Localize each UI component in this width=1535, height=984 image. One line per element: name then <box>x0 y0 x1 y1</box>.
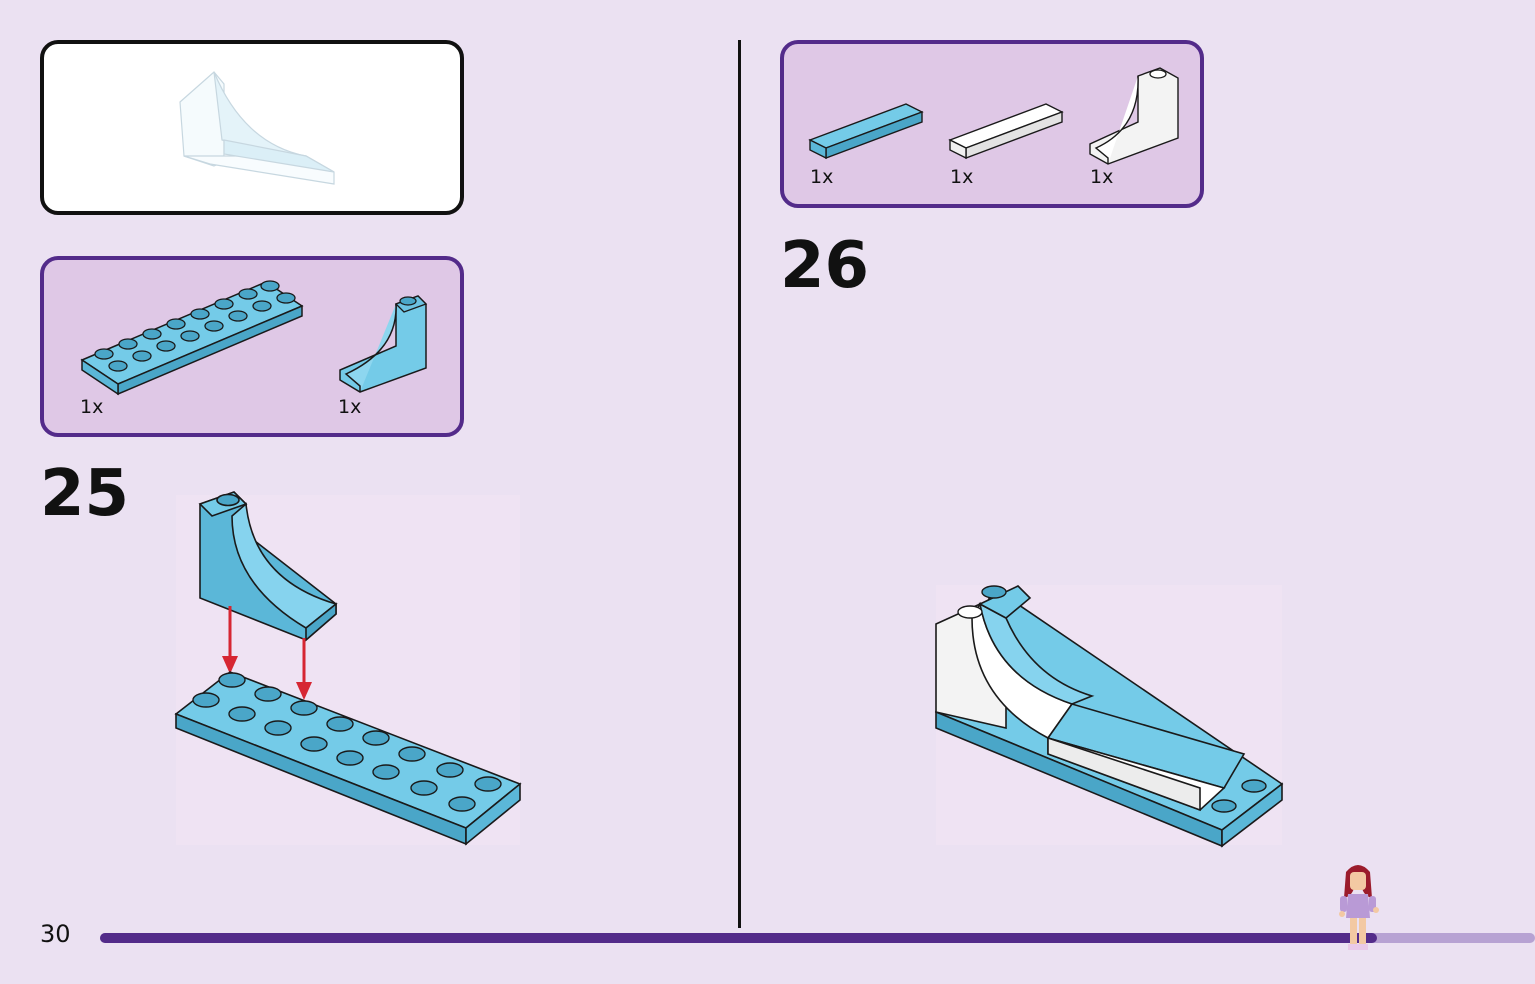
white-tile-1x4-part-icon <box>948 103 1064 160</box>
part-quantity: 1x <box>338 396 362 418</box>
minifigure-icon <box>1339 865 1379 950</box>
page-divider <box>738 40 741 928</box>
red-down-arrow-icon <box>222 606 312 700</box>
step-number: 26 <box>780 229 870 303</box>
blue-tile-1x4-part-icon <box>808 103 924 160</box>
step-25-parts-callout: 1x 1x <box>40 256 464 437</box>
subassembly-preview-image <box>179 71 335 185</box>
step-number: 25 <box>40 457 130 531</box>
part-quantity: 1x <box>950 166 974 188</box>
part-quantity: 1x <box>1090 166 1114 188</box>
part-quantity: 1x <box>810 166 834 188</box>
progress-fill <box>100 933 1377 943</box>
step-25-build-illustration <box>174 491 522 846</box>
part-quantity: 1x <box>80 396 104 418</box>
subassembly-preview-callout <box>40 40 464 215</box>
page-number: 30 <box>40 920 71 948</box>
blue-plate-2x8-part-icon <box>80 280 304 396</box>
white-slope-curved-part-icon <box>1089 67 1179 165</box>
blue-slope-curved-part-icon <box>339 295 428 393</box>
step-26-build-illustration <box>934 585 1284 848</box>
step-26-parts-callout: 1x 1x 1x <box>780 40 1204 208</box>
